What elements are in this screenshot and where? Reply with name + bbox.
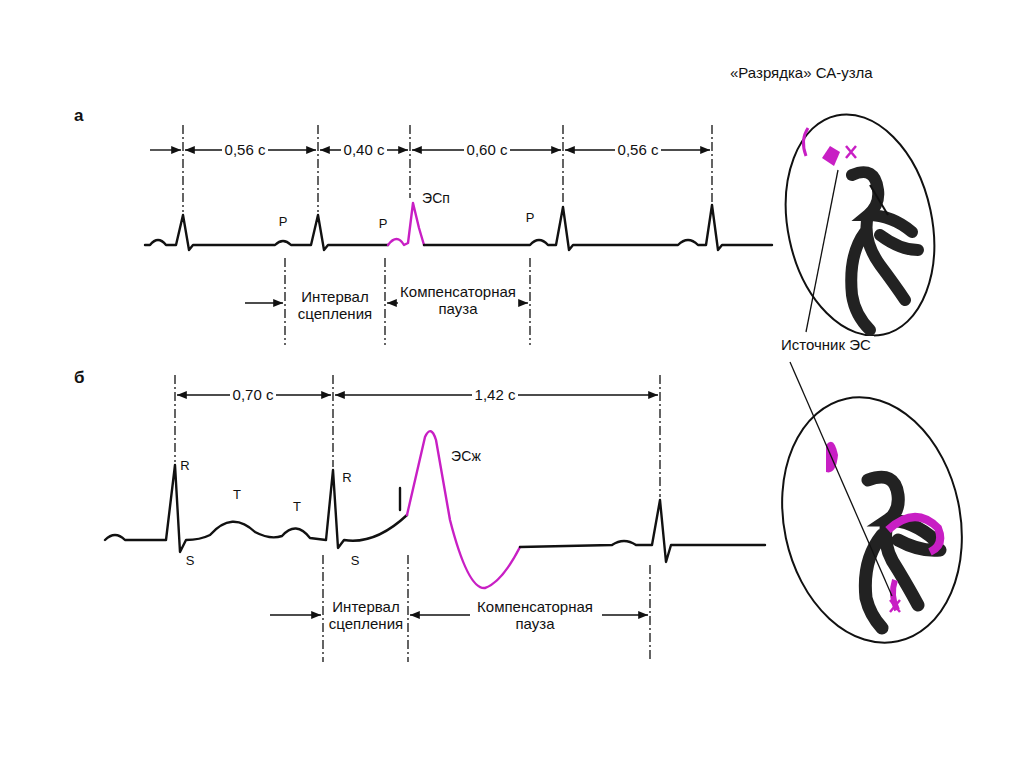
- time-marker: [711, 125, 712, 202]
- ecg-trace: [424, 205, 772, 250]
- conduction-system: [865, 477, 940, 628]
- phase-label: Компенсаторная пауза: [393, 283, 523, 318]
- ecg-trace: [145, 215, 388, 250]
- wave-label: P: [526, 211, 535, 226]
- ventricular-extrasystole: [407, 431, 520, 588]
- leader-lines: [790, 170, 892, 596]
- ectopic-source: [822, 146, 840, 166]
- heart-inset-top: [766, 100, 953, 349]
- time-marker: [332, 375, 333, 467]
- ecg-trace: [105, 465, 407, 552]
- inset-outline: [760, 380, 984, 659]
- time-marker: [409, 125, 410, 198]
- time-markers: [175, 125, 712, 662]
- dimension-line: [387, 302, 398, 303]
- wave-label: P: [379, 217, 388, 232]
- dimension-line: [410, 614, 470, 615]
- time-marker: [649, 565, 650, 662]
- source-label: Источник ЭС: [778, 336, 874, 353]
- wave-label: S: [186, 554, 195, 569]
- atrial-extrasystole: [388, 203, 424, 245]
- time-marker: [384, 258, 385, 345]
- ectopic-mark: [890, 600, 900, 612]
- dimension-line: [602, 614, 648, 615]
- time-marker: [562, 125, 563, 204]
- heart-inset-bottom: [760, 380, 984, 659]
- dimension-line: [245, 302, 283, 303]
- interval-value: 0,56 с: [615, 141, 662, 158]
- wave-label: R: [180, 459, 189, 474]
- conduction-system: [851, 172, 918, 330]
- leader-line: [806, 170, 838, 332]
- conduction-detail: [870, 185, 888, 215]
- wave-label: T: [233, 488, 241, 503]
- time-marker: [407, 555, 408, 662]
- interval-value: 0,70 с: [230, 386, 277, 403]
- panel-letter: а: [74, 106, 83, 126]
- time-marker: [317, 125, 318, 212]
- wave-label: S: [351, 554, 360, 569]
- time-marker: [182, 125, 183, 212]
- phase-label: Интервал сцепления: [324, 598, 408, 633]
- time-marker: [284, 258, 285, 345]
- interval-value: 0,40 с: [341, 141, 388, 158]
- phase-label: Компенсаторная пауза: [470, 598, 600, 633]
- time-marker: [529, 258, 530, 345]
- dimension-line: [150, 149, 181, 150]
- sa-node-discharge: [803, 128, 808, 156]
- ecg-tick: [399, 488, 401, 510]
- ecg-traces: [105, 203, 772, 588]
- dimension-line: [519, 302, 528, 303]
- dimension-line: [270, 614, 321, 615]
- wave-label: T: [293, 500, 301, 515]
- dimension-lines: [150, 150, 710, 615]
- time-marker: [322, 555, 323, 662]
- extrasystole-label: ЭСп: [422, 190, 450, 206]
- ecg-trace: [520, 500, 765, 562]
- time-marker: [174, 375, 175, 462]
- panel-letter: б: [74, 368, 85, 388]
- time-marker: [659, 375, 660, 497]
- ectopic-mark: [846, 146, 856, 158]
- leader-line: [790, 362, 892, 596]
- inset-title: «Разрядка» СА-узла: [730, 64, 873, 81]
- wave-label: R: [342, 471, 351, 486]
- interval-value: 0,60 с: [464, 141, 511, 158]
- interval-value: 1,42 с: [472, 386, 519, 403]
- extrasystole-label: ЭСж: [451, 448, 481, 464]
- inset-outline: [766, 100, 953, 349]
- phase-label: Интервал сцепления: [289, 288, 381, 323]
- ectopic-wave: [888, 517, 940, 552]
- wave-label: P: [279, 215, 288, 230]
- interval-value: 0,56 с: [222, 141, 269, 158]
